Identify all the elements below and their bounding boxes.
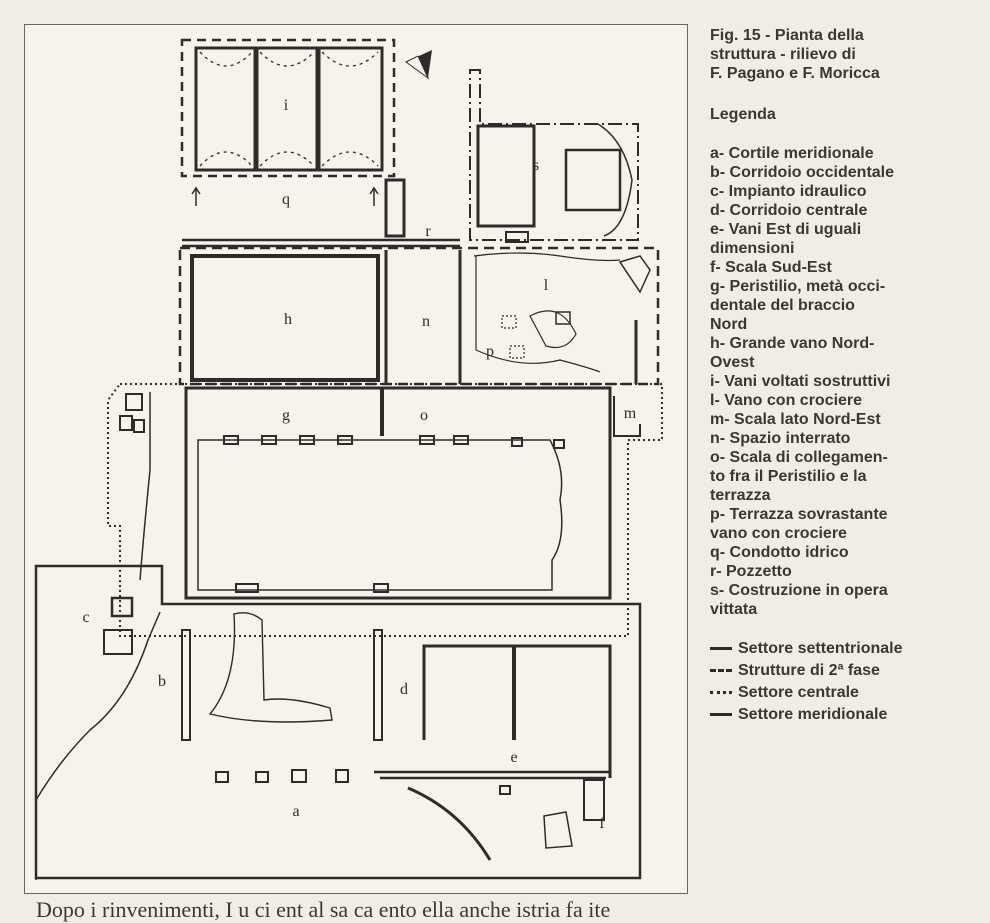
solid-line-icon (710, 712, 732, 716)
label-c: c (82, 609, 89, 626)
legend-list: a- Cortile meridionale b- Corridoio occi… (710, 144, 980, 619)
flow-arrow-icon (369, 186, 379, 206)
legend-item-l: l- Vano con crociere (710, 392, 863, 409)
legend-item-a: a- Cortile meridionale (710, 145, 874, 162)
footer-text: Dopo i rinvenimenti, I u ci ent al sa ca… (36, 897, 611, 922)
label-b: b (158, 673, 166, 690)
legend-panel: Fig. 15 - Pianta della struttura - rilie… (710, 26, 980, 725)
label-q: q (282, 191, 290, 208)
label-l: l (544, 277, 549, 294)
line-key-item: Settore meridionale (710, 703, 980, 725)
solid-line-icon (710, 646, 732, 650)
label-p: p (486, 343, 494, 360)
area-i-boundary (180, 38, 396, 178)
flow-arrow-icon (191, 186, 201, 206)
legend-title: Legenda (710, 106, 776, 123)
room-h (190, 254, 380, 382)
legend-item-h: h- Grande vano Nord- Ovest (710, 335, 875, 371)
line-key-item: Settore settentrionale (710, 637, 980, 659)
label-a: a (292, 803, 299, 820)
legend-item-s: s- Costruzione in opera vittata (710, 582, 888, 618)
peristyle (184, 386, 612, 600)
figure-caption: Fig. 15 - Pianta della struttura - rilie… (710, 27, 880, 82)
label-s: s (533, 157, 539, 174)
line-style-key: Settore settentrionale Strutture di 2ª f… (710, 637, 980, 725)
legend-item-o: o- Scala di collegamen- to fra il Perist… (710, 449, 888, 504)
legend-item-i: i- Vani voltati sostruttivi (710, 373, 891, 390)
label-f: f (599, 815, 605, 832)
legend-item-f: f- Scala Sud-Est (710, 259, 832, 276)
label-r: r (425, 223, 431, 240)
label-h: h (284, 311, 292, 328)
dotted-line-icon (710, 690, 732, 694)
legend-item-n: n- Spazio interrato (710, 430, 851, 447)
legend-item-d: d- Corridoio centrale (710, 202, 868, 219)
line-key-item: Settore centrale (710, 681, 980, 703)
legend-item-b: b- Corridoio occidentale (710, 164, 895, 181)
legend-item-p: p- Terrazza sovrastante vano con crocier… (710, 506, 888, 542)
legend-item-e: e- Vani Est di uguali dimensioni (710, 221, 862, 257)
label-d: d (400, 681, 408, 698)
line-key-item: Strutture di 2ª fase (710, 659, 980, 681)
label-n: n (422, 313, 430, 330)
legend-item-r: r- Pozzetto (710, 563, 792, 580)
dashed-line-icon (710, 668, 732, 672)
legend-item-c: c- Impianto idraulico (710, 183, 867, 200)
legend-item-m: m- Scala lato Nord-Est (710, 411, 881, 428)
legend-item-g: g- Peristilio, metà occi- dentale del br… (710, 278, 886, 333)
label-g: g (282, 407, 290, 424)
southern-sector (34, 564, 642, 880)
vaulted-rooms (194, 46, 384, 172)
label-m: m (624, 405, 637, 422)
label-o: o (420, 407, 428, 424)
label-e: e (510, 749, 517, 766)
legend-item-q: q- Condotto idrico (710, 544, 849, 561)
label-i: i (284, 97, 289, 114)
